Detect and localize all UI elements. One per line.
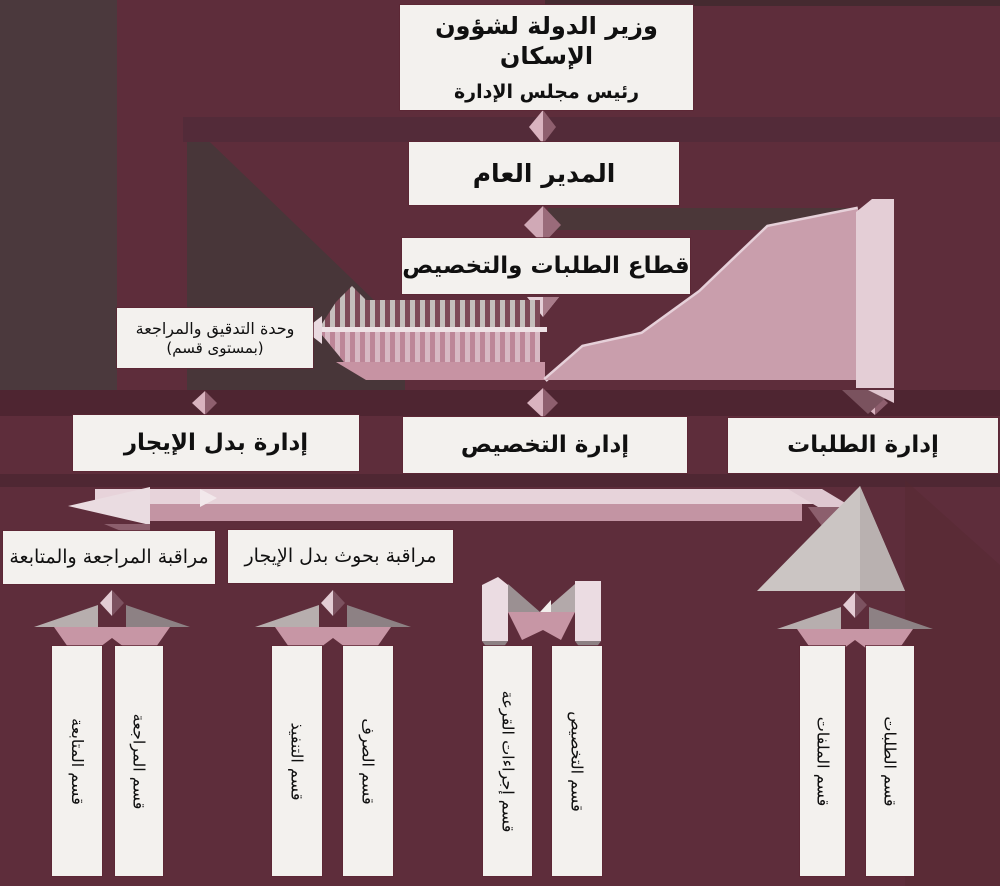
section-label: قسم التخصيص xyxy=(567,710,587,812)
monitoring-label: مراقبة المراجعة والمتابعة xyxy=(9,545,209,568)
section-label: قسم المراجعة xyxy=(129,713,149,809)
node-section-implementation: قسم التنفيذ xyxy=(272,646,322,876)
node-section-lottery-procedures: قسم إجراءات القرعة xyxy=(483,646,532,876)
dept-label: إدارة التخصيص xyxy=(460,431,630,458)
node-dept-allocation: إدارة التخصيص xyxy=(403,417,687,473)
node-section-files: قسم الملفات xyxy=(800,646,845,876)
sector-title: قطاع الطلبات والتخصيص xyxy=(402,252,690,279)
section-label: قسم التنفيذ xyxy=(287,722,307,800)
applications-triangle-connector xyxy=(757,486,905,591)
audit-unit-title: وحدة التدقيق والمراجعة xyxy=(135,318,295,338)
general-manager-title: المدير العام xyxy=(472,158,616,188)
node-monitoring-rent-research: مراقبة بحوث بدل الإيجار xyxy=(228,530,453,583)
applications-swoosh-connector xyxy=(543,199,894,414)
node-section-review: قسم المراجعة xyxy=(115,646,163,876)
node-section-disbursement: قسم الصرف xyxy=(343,646,393,876)
section-label: قسم الصرف xyxy=(358,717,378,805)
section-label: قسم الطلبات xyxy=(880,715,900,807)
minister-title: وزير الدولة لشؤون الإسكان xyxy=(435,11,658,70)
dept-label: إدارة الطلبات xyxy=(787,432,939,459)
node-monitoring-review-followup: مراقبة المراجعة والمتابعة xyxy=(3,531,215,584)
node-dept-applications: إدارة الطلبات xyxy=(728,418,998,473)
node-dept-rent-allowance: إدارة بدل الإيجار xyxy=(73,415,359,471)
section-label: قسم المتابعة xyxy=(67,717,87,805)
node-sector: قطاع الطلبات والتخصيص xyxy=(402,238,690,294)
node-section-followup: قسم المتابعة xyxy=(52,646,102,876)
audit-comb-connector xyxy=(304,286,547,380)
monitoring-label: مراقبة بحوث بدل الإيجار xyxy=(244,544,437,567)
section-label: قسم الملفات xyxy=(813,716,832,806)
node-section-applications: قسم الطلبات xyxy=(866,646,914,876)
node-general-manager: المدير العام xyxy=(409,142,679,205)
minister-subtitle: رئيس مجلس الإدارة xyxy=(453,80,640,103)
audit-unit-subtitle: (بمستوى قسم) xyxy=(166,338,264,357)
node-section-allocation: قسم التخصيص xyxy=(552,646,602,876)
dept-label: إدارة بدل الإيجار xyxy=(123,429,309,456)
section-label: قسم إجراءات القرعة xyxy=(498,690,517,832)
node-minister: وزير الدولة لشؤون الإسكان رئيس مجلس الإد… xyxy=(400,5,693,110)
node-audit-unit: وحدة التدقيق والمراجعة (بمستوى قسم) xyxy=(117,308,313,368)
